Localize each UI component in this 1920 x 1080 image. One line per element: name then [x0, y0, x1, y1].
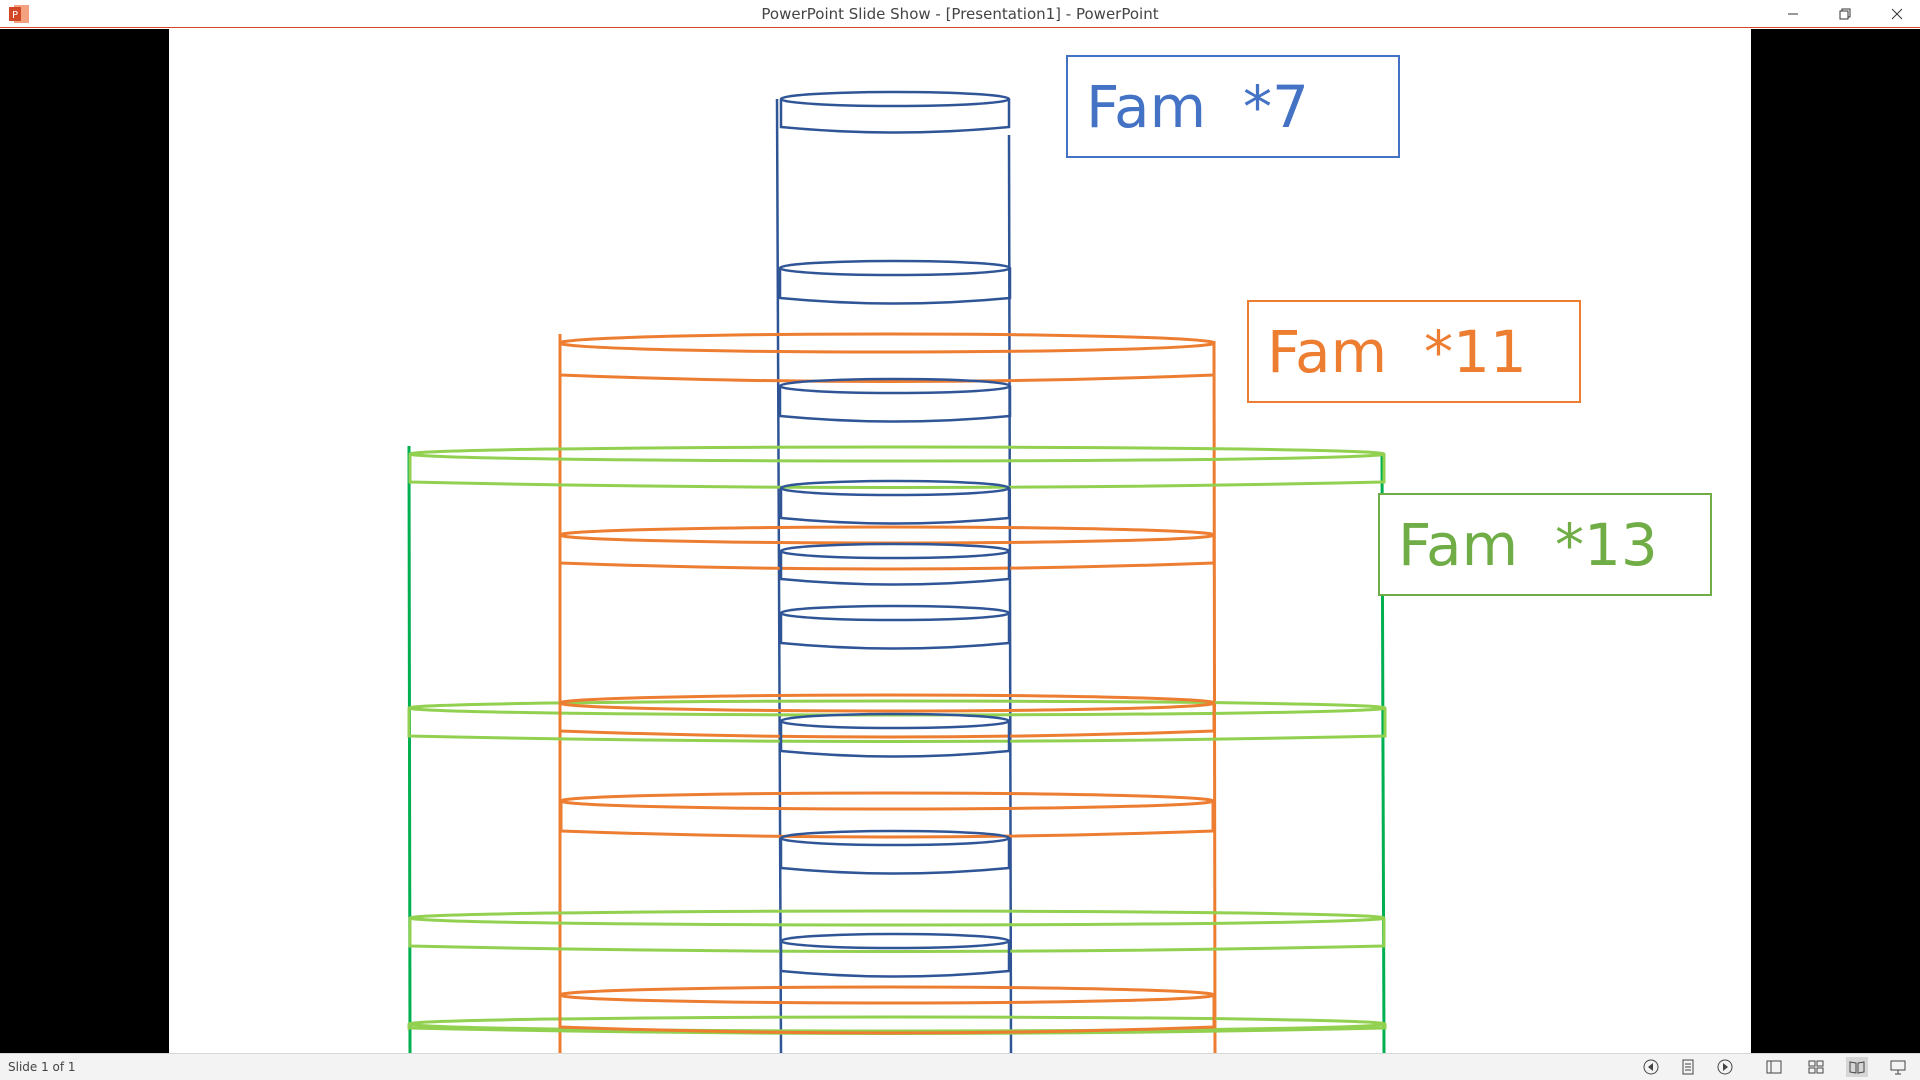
fam-11-label[interactable]: Fam *11 — [1247, 300, 1581, 403]
minimize-button[interactable] — [1770, 0, 1816, 28]
close-icon — [1891, 8, 1903, 20]
blue-disk-3 — [779, 479, 1011, 525]
blue-disk-8 — [779, 932, 1011, 978]
normal-view-icon — [1766, 1060, 1782, 1074]
blue-disk-1 — [778, 259, 1012, 305]
slide-show-stage: Fam *7 Fam *11 Fam *13 — [0, 29, 1920, 1053]
green-left-post — [407, 445, 412, 1053]
orange-disk-4 — [558, 985, 1216, 1035]
status-bar: Slide 1 of 1 — [0, 1053, 1920, 1080]
green-disk-0 — [408, 445, 1386, 489]
powerpoint-icon[interactable]: P — [8, 4, 30, 24]
svg-text:P: P — [12, 10, 18, 21]
restore-icon — [1839, 8, 1851, 20]
previous-icon — [1643, 1059, 1659, 1075]
reading-view-button[interactable] — [1846, 1057, 1868, 1077]
fam-11-text: Fam *11 — [1267, 317, 1527, 386]
slide-show-button[interactable] — [1887, 1057, 1909, 1077]
green-disk-2 — [408, 909, 1386, 953]
slide-show-icon — [1890, 1060, 1906, 1075]
slide-counter: Slide 1 of 1 — [8, 1060, 76, 1074]
orange-disk-2 — [558, 693, 1216, 739]
next-icon — [1717, 1059, 1733, 1075]
slide-sorter-icon — [1808, 1060, 1824, 1074]
blue-disk-7 — [779, 829, 1011, 875]
orange-disk-0 — [558, 332, 1216, 383]
previous-button[interactable] — [1640, 1057, 1662, 1077]
normal-view-button[interactable] — [1763, 1057, 1785, 1077]
window-title: PowerPoint Slide Show - [Presentation1] … — [761, 5, 1159, 23]
orange-disk-1 — [558, 525, 1216, 571]
slide-menu-icon — [1682, 1059, 1694, 1075]
blue-left-post — [775, 98, 783, 1053]
blue-disk-4 — [779, 542, 1011, 586]
blue-disk-5 — [779, 604, 1011, 650]
slide-sorter-button[interactable] — [1805, 1057, 1827, 1077]
fam-7-text: Fam *7 — [1086, 72, 1309, 141]
fam-13-text: Fam *13 — [1398, 510, 1658, 579]
next-button[interactable] — [1714, 1057, 1736, 1077]
blue-disk-2 — [778, 377, 1012, 423]
blue-disk-0 — [779, 90, 1011, 134]
slide[interactable]: Fam *7 Fam *11 Fam *13 — [169, 29, 1751, 1053]
title-bar: P PowerPoint Slide Show - [Presentation1… — [0, 0, 1920, 28]
fam-13-label[interactable]: Fam *13 — [1378, 493, 1712, 596]
orange-disk-3 — [559, 791, 1215, 839]
stack-disks — [407, 90, 1387, 1035]
reading-view-icon — [1849, 1061, 1865, 1074]
green-disk-3 — [407, 1015, 1387, 1035]
fam-7-label[interactable]: Fam *7 — [1066, 55, 1400, 158]
blue-disk-6 — [779, 712, 1011, 758]
restore-button[interactable] — [1822, 0, 1868, 28]
close-button[interactable] — [1874, 0, 1920, 28]
green-disk-1 — [407, 699, 1387, 743]
stacked-discs-drawing — [407, 90, 1387, 1053]
slide-menu-button[interactable] — [1677, 1057, 1699, 1077]
minimize-icon — [1788, 13, 1798, 15]
